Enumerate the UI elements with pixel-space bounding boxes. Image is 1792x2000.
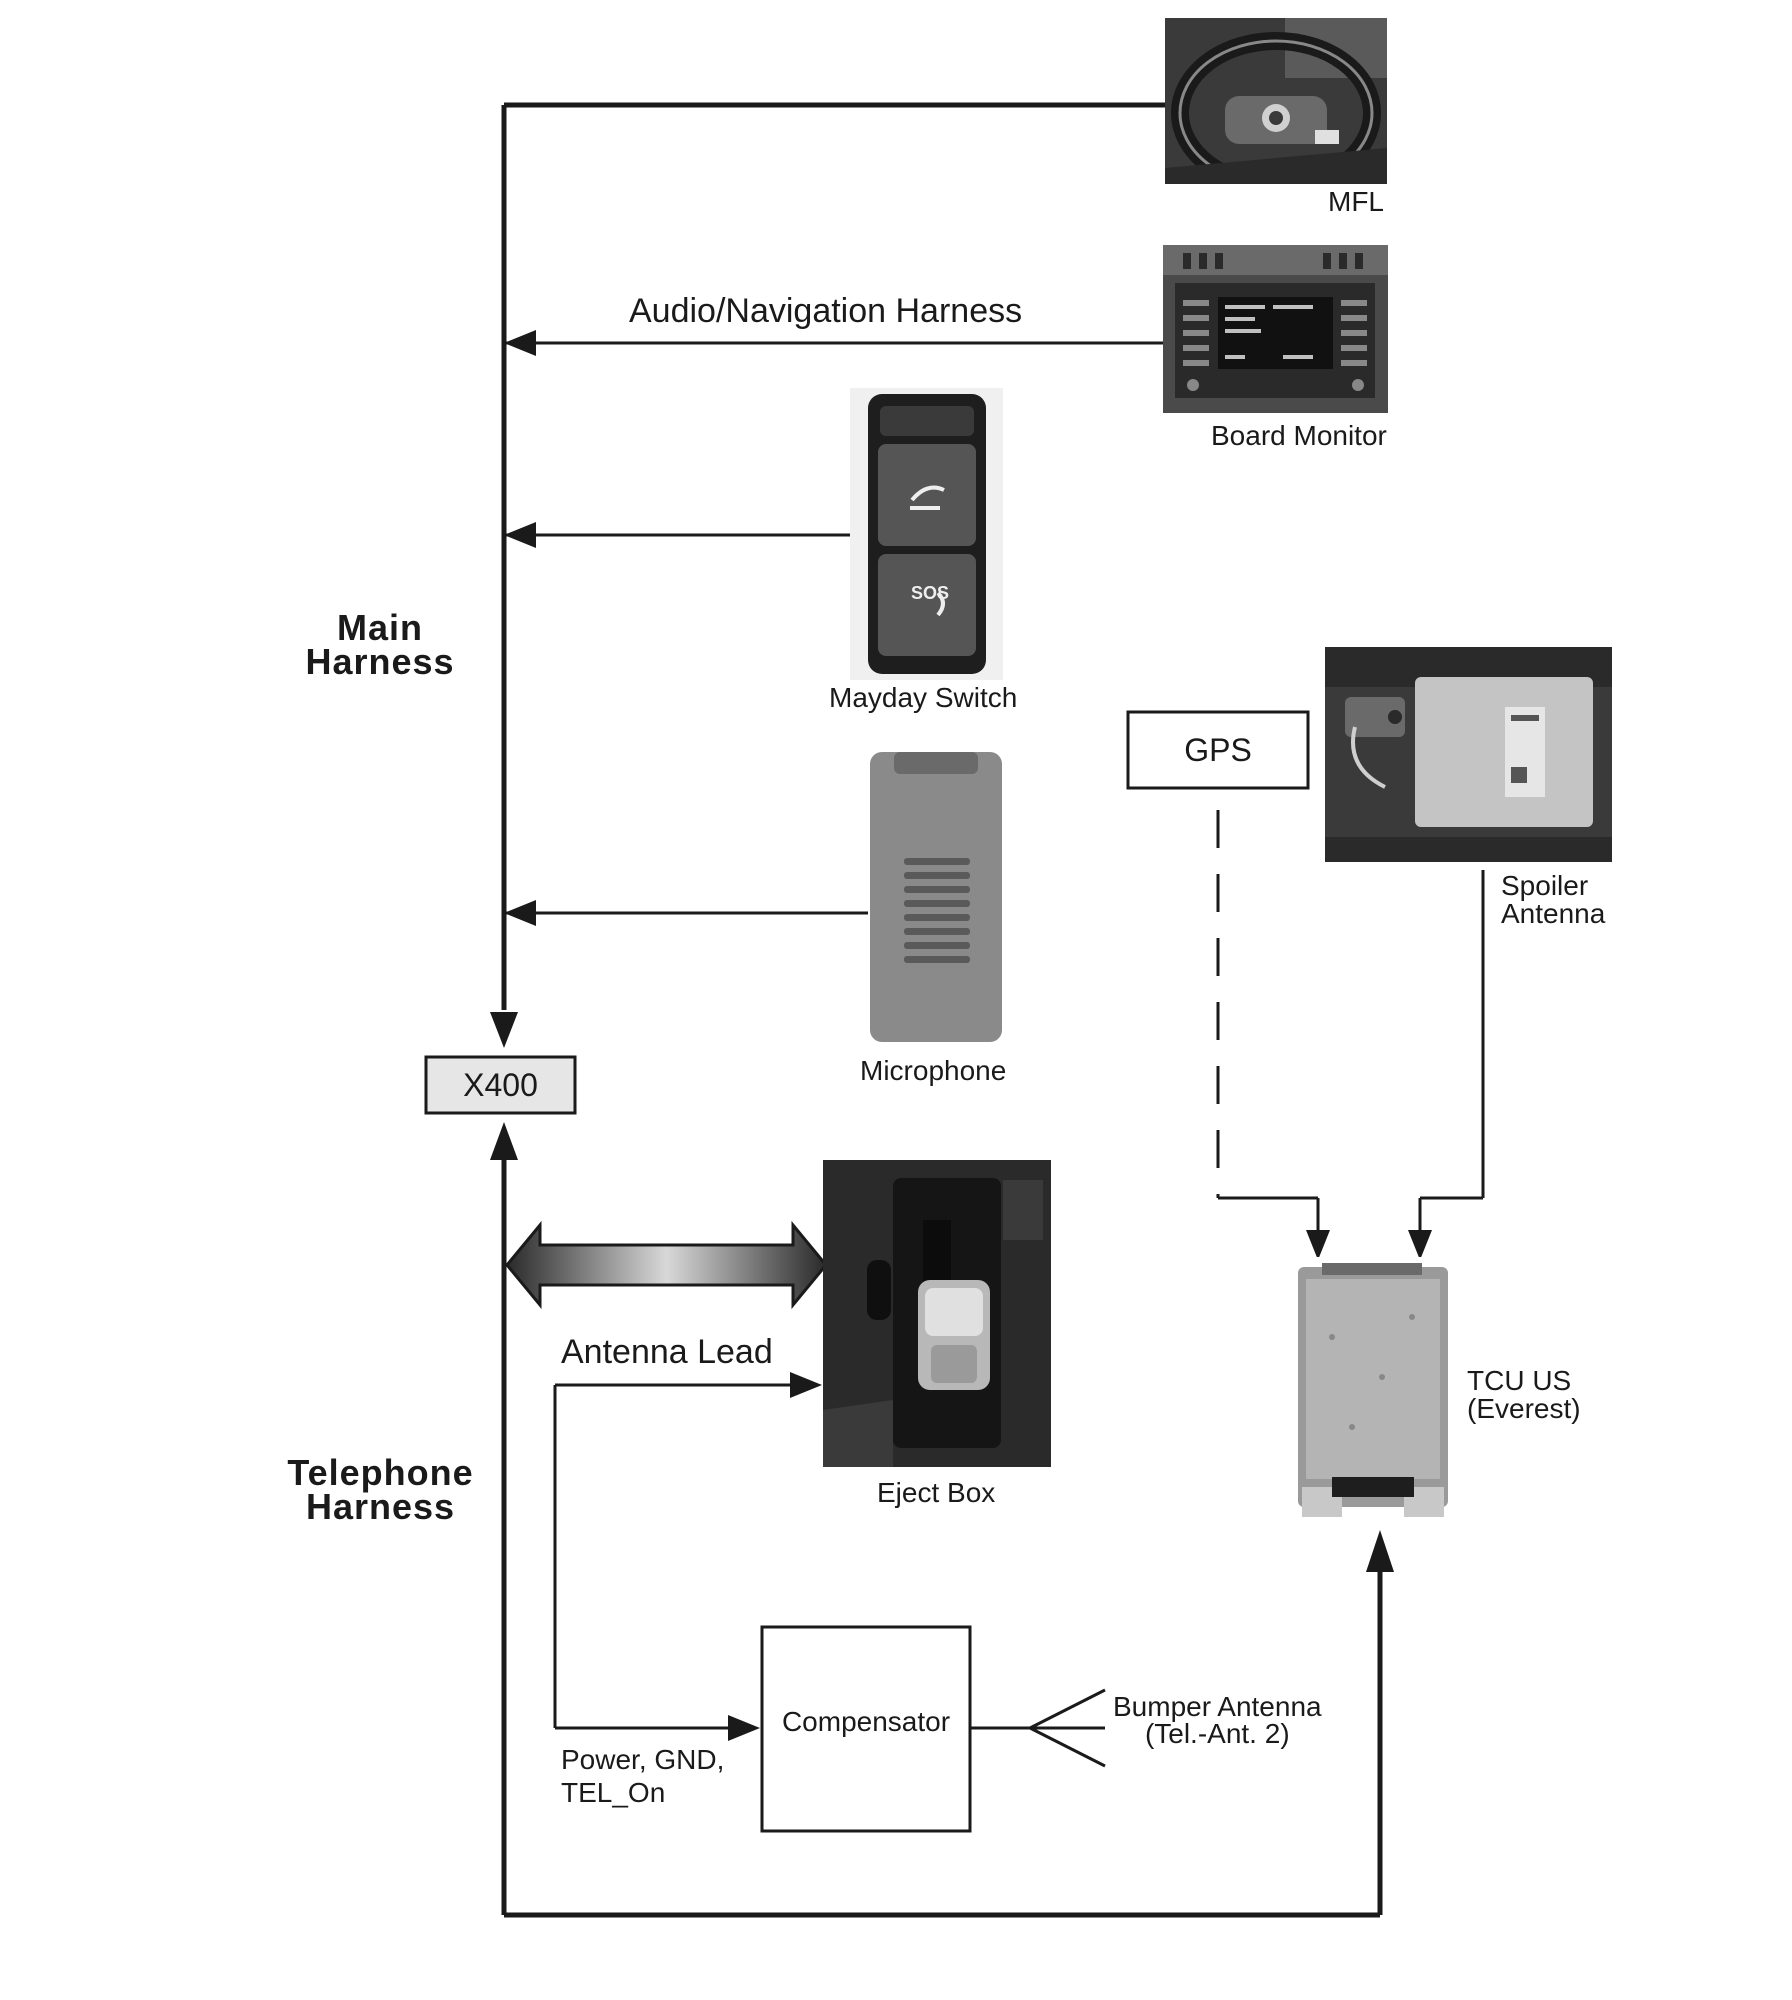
mfl-label: MFL — [1328, 186, 1384, 217]
eject-box-icon — [823, 1160, 1051, 1467]
double-arrow — [505, 1220, 828, 1310]
bumper-antenna-label: Bumper Antenna (Tel.-Ant. 2) — [1113, 1691, 1322, 1750]
tcu-bottom-arrowhead — [1366, 1530, 1394, 1572]
x400-box — [424, 1055, 577, 1115]
mayday-switch-photo — [850, 388, 1003, 680]
x400-bottom-arrowhead — [490, 1122, 518, 1160]
compensator-arrowhead — [728, 1715, 760, 1741]
spoiler-antenna-label: Spoiler Antenna — [1501, 870, 1606, 929]
audio-nav-harness-label: Audio/Navigation Harness — [629, 292, 1023, 330]
tcu-us-label: TCU US (Everest) — [1467, 1365, 1581, 1424]
x400-label: X400 — [463, 1066, 538, 1103]
spoiler-antenna-icon — [1325, 647, 1612, 862]
microphone-arrowhead — [504, 900, 536, 926]
mayday-arrowhead — [504, 522, 536, 548]
power-gnd-tel-label: Power, GND, TEL_On — [561, 1744, 725, 1809]
tcu-module-icon — [1292, 1257, 1454, 1528]
bumper-prong-up — [1029, 1688, 1106, 1730]
mayday-switch-label: Mayday Switch — [829, 682, 1018, 713]
steering-wheel-icon — [1165, 18, 1387, 184]
main-harness-arrows — [490, 330, 536, 1048]
eject-box-label: Eject Box — [877, 1477, 996, 1508]
gps-tcu-arrowhead — [1306, 1230, 1330, 1260]
tcu-us-photo — [1292, 1257, 1454, 1528]
tcu-input-lines — [1216, 810, 1485, 1235]
mayday-switch-icon — [850, 388, 1003, 680]
microphone-icon — [868, 748, 1004, 1046]
board-monitor-icon — [1163, 245, 1388, 413]
compensator-box — [760, 1625, 972, 1833]
antenna-lead-arrowhead — [790, 1372, 822, 1398]
microphone-label: Microphone — [860, 1055, 1007, 1086]
board-monitor-arrowhead — [504, 330, 536, 356]
spoiler-antenna-photo — [1325, 647, 1612, 862]
gps-label: GPS — [1184, 731, 1252, 768]
spoiler-tcu-arrowhead — [1408, 1230, 1432, 1260]
telephone-harness-label: Telephone Harness — [287, 1452, 474, 1528]
x400-top-arrowhead — [490, 1012, 518, 1048]
main-harness-label: Main Harness — [305, 607, 455, 683]
eject-box-photo — [823, 1160, 1051, 1467]
telephone-harness-arrows — [490, 1122, 1394, 1741]
mayday-sos-text: SOS — [911, 583, 950, 603]
telephone-harness-lines — [501, 1160, 1383, 1918]
microphone-photo — [868, 748, 1004, 1046]
compensator-label: Compensator — [781, 1706, 951, 1737]
board-monitor-label: Board Monitor — [1211, 420, 1387, 451]
board-monitor-photo — [1163, 245, 1388, 413]
gps-box — [1126, 710, 1310, 790]
mfl-photo — [1165, 18, 1387, 184]
bumper-prong-down — [1029, 1726, 1106, 1768]
antenna-lead-label: Antenna Lead — [561, 1333, 773, 1371]
main-harness-lines — [501, 102, 1165, 1010]
